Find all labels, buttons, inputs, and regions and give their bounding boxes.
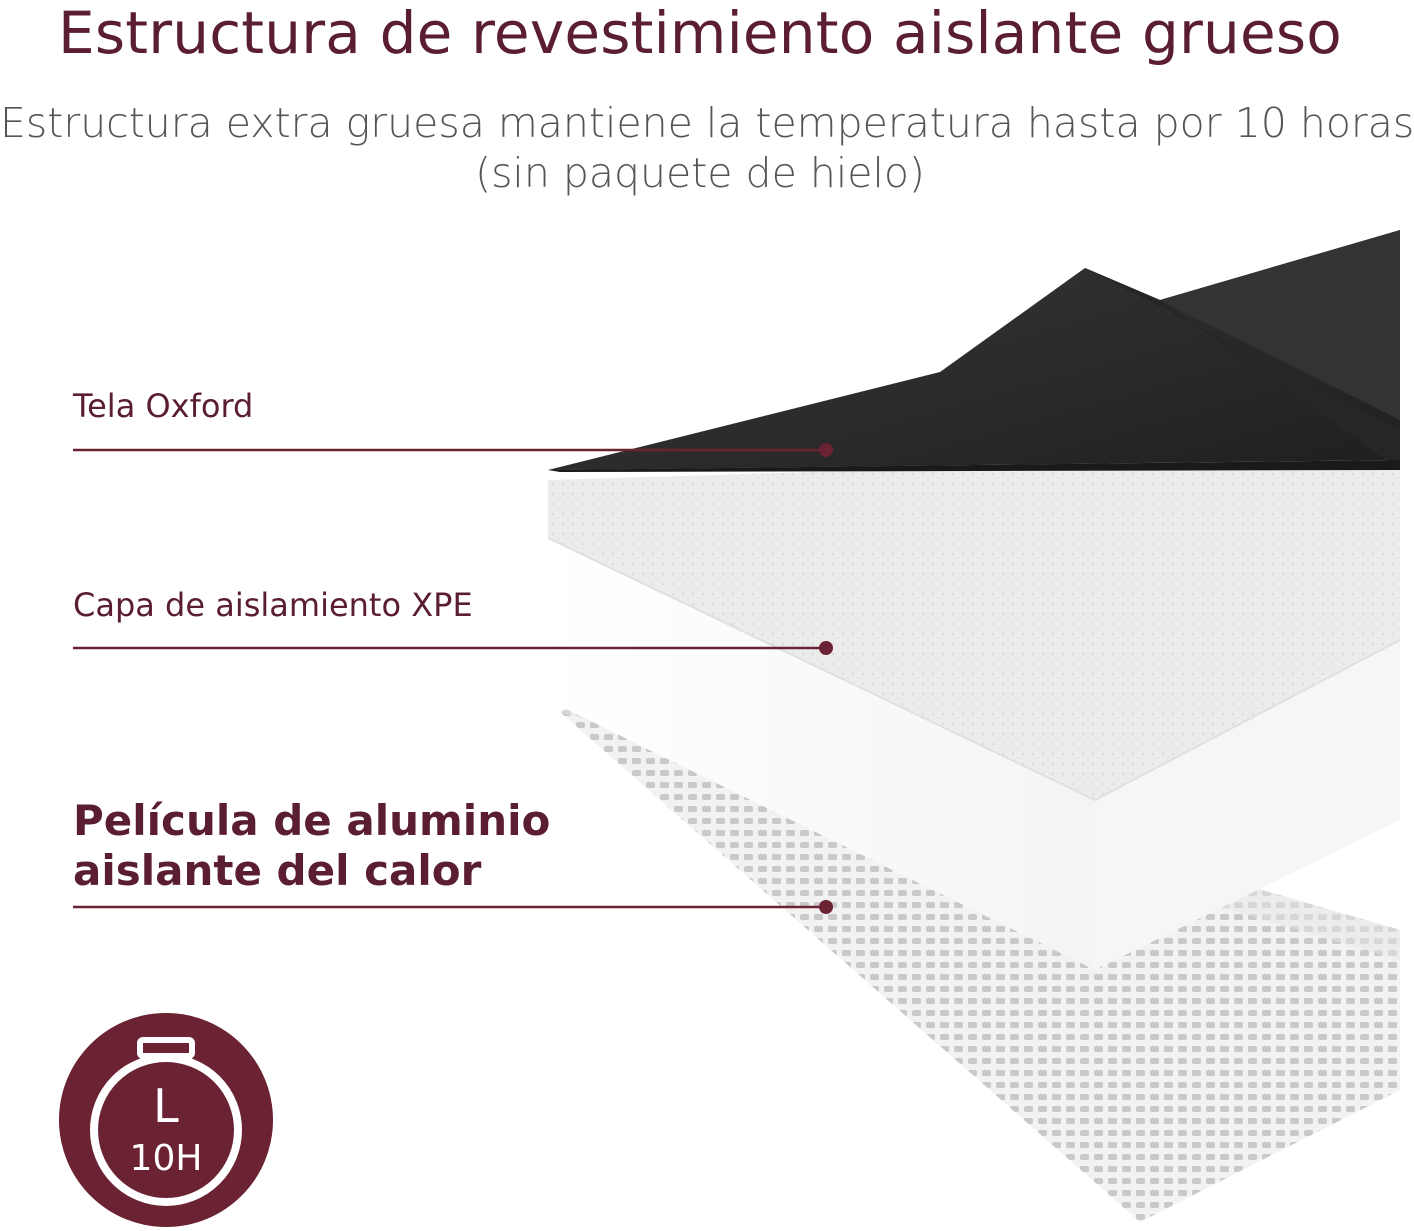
label-oxford-fabric: Tela Oxford (73, 387, 254, 425)
leader-dot-foil (819, 900, 833, 914)
page-subtitle: Estructura extra gruesa mantiene la temp… (0, 98, 1414, 198)
timer-badge: L 10H (59, 1013, 273, 1227)
subtitle-line-2: (sin paquete de hielo) (475, 149, 925, 197)
leader-dot-xpe (819, 641, 833, 655)
oxford-fabric-layer (548, 230, 1400, 470)
label-aluminum-film: Película de aluminio aislante del calor (73, 796, 550, 896)
label-xpe-layer: Capa de aislamiento XPE (73, 586, 473, 624)
page-title: Estructura de revestimiento aislante gru… (58, 0, 1342, 67)
aluminum-foil-layer (560, 695, 1400, 1222)
timer-letter: L (153, 1079, 179, 1133)
label-aluminum-line-1: Película de aluminio (73, 796, 551, 845)
timer-icon (90, 1037, 242, 1206)
subtitle-line-1: Estructura extra gruesa mantiene la temp… (0, 99, 1414, 147)
timer-duration: 10H (130, 1138, 203, 1179)
label-aluminum-line-2: aislante del calor (73, 846, 482, 895)
leader-dot-oxford (819, 443, 833, 457)
xpe-foam-layer (548, 470, 1400, 800)
